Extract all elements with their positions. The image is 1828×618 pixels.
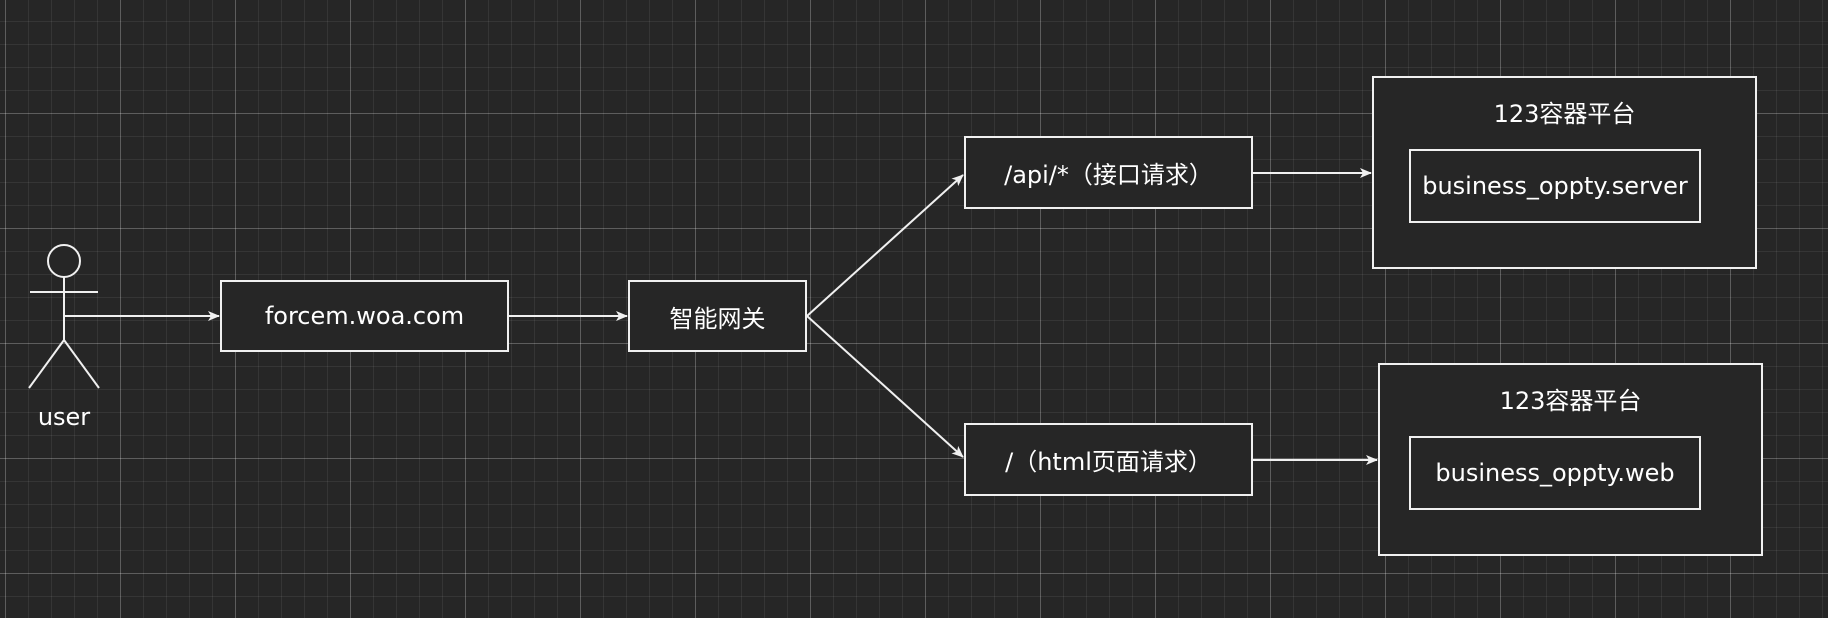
web-platform-container[interactable]: 123容器平台 business_oppty.web (1378, 363, 1763, 556)
html-route-node[interactable]: /（html页面请求） (964, 423, 1253, 496)
edge-gateway-to-api[interactable] (806, 174, 964, 317)
api-route-node[interactable]: /api/*（接口请求） (964, 136, 1253, 209)
web-service-node[interactable]: business_oppty.web (1409, 436, 1701, 510)
server-platform-container[interactable]: 123容器平台 business_oppty.server (1372, 76, 1757, 269)
domain-node[interactable]: forcem.woa.com (220, 280, 509, 352)
gateway-node[interactable]: 智能网关 (628, 280, 807, 352)
user-actor-icon[interactable] (28, 244, 100, 389)
server-service-node[interactable]: business_oppty.server (1409, 149, 1701, 223)
web-platform-title: 123容器平台 (1499, 387, 1642, 415)
edge-gateway-to-html[interactable] (806, 315, 964, 458)
user-label: user (37, 403, 91, 431)
server-platform-title: 123容器平台 (1493, 100, 1636, 128)
